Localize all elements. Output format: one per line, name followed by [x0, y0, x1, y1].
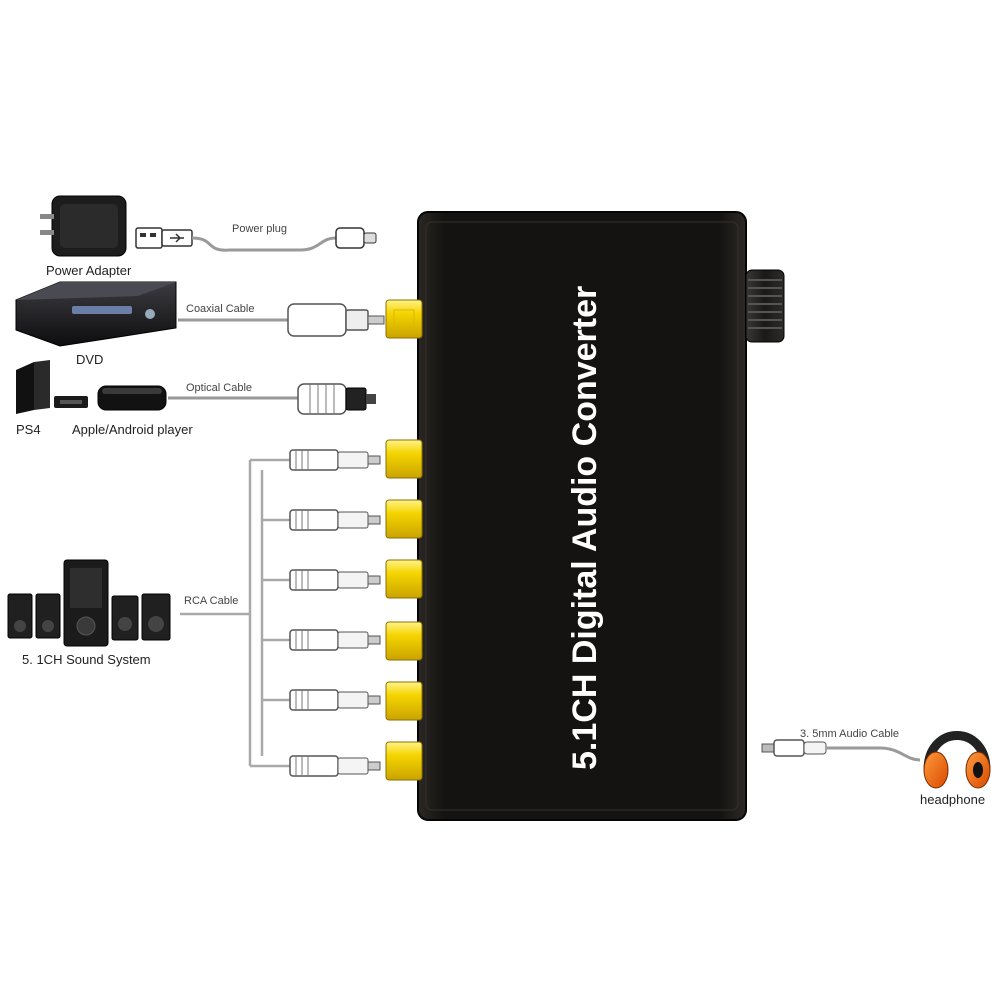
- speaker-system-icon: [7, 559, 171, 647]
- rca-jack-6: [385, 741, 423, 781]
- sound-system-label: 5. 1CH Sound System: [22, 652, 151, 667]
- ps4-console-icon: [16, 360, 88, 414]
- audio-cable-label: 3. 5mm Audio Cable: [800, 728, 899, 740]
- rca-jack-2: [385, 499, 423, 539]
- device-title: 5.1CH Digital Audio Converter: [566, 286, 604, 770]
- micro-usb-icon: [335, 227, 377, 249]
- coaxial-plug: [287, 303, 385, 337]
- tv-box-icon: [97, 385, 167, 411]
- coaxial-cable-label: Coaxial Cable: [186, 303, 254, 315]
- headphone-icon: [923, 731, 991, 789]
- power-cable: [191, 236, 337, 252]
- rca-jack-5: [385, 681, 423, 721]
- rca-cable-label: RCA Cable: [184, 595, 238, 607]
- optical-plug: [297, 383, 376, 415]
- power-adapter-icon: [40, 195, 127, 257]
- rca-plug-6: [289, 755, 381, 777]
- rca-plug-4: [289, 629, 381, 651]
- ps4-label: PS4: [16, 422, 41, 437]
- power-plug-label: Power plug: [232, 223, 287, 235]
- rca-jack-4: [385, 621, 423, 661]
- headphone-label: headphone: [920, 792, 985, 807]
- rca-plug-2: [289, 509, 381, 531]
- dvd-label: DVD: [76, 352, 103, 367]
- dvd-player-icon: [15, 281, 177, 347]
- rca-cable-bundle: [180, 458, 290, 768]
- rca-plug-1: [289, 449, 381, 471]
- coaxial-jack: [385, 299, 423, 339]
- audio-cable: [826, 746, 921, 762]
- rca-jack-1: [385, 439, 423, 479]
- volume-knob-icon[interactable]: [745, 269, 785, 343]
- power-adapter-label: Power Adapter: [46, 263, 132, 278]
- rca-plug-3: [289, 569, 381, 591]
- optical-cable-label: Optical Cable: [186, 382, 252, 394]
- rca-plug-5: [289, 689, 381, 711]
- usb-icon: [135, 227, 193, 249]
- audio-plug: [761, 739, 827, 757]
- android-player-label: Apple/Android player: [72, 422, 193, 437]
- rca-jack-3: [385, 559, 423, 599]
